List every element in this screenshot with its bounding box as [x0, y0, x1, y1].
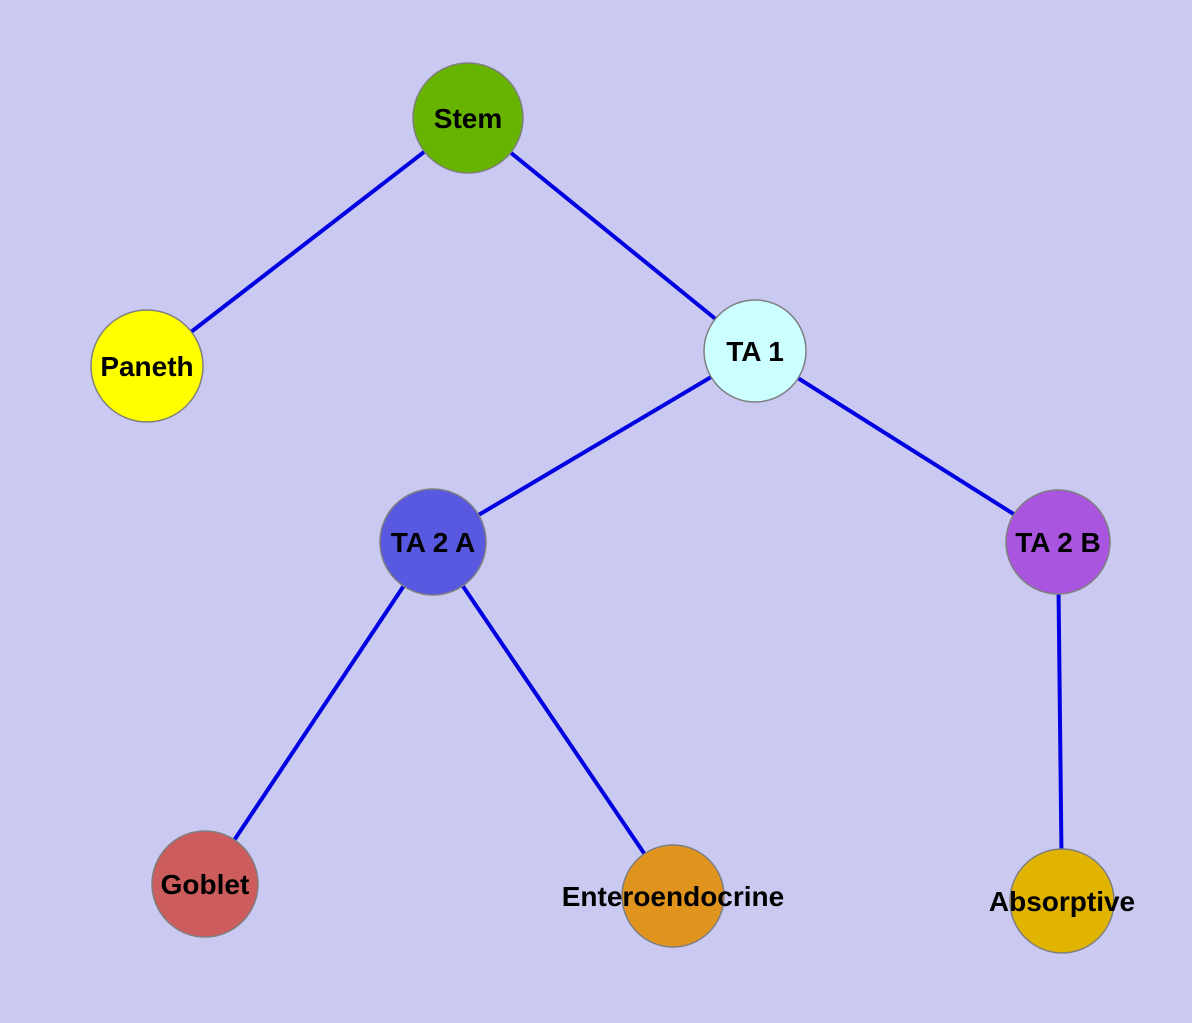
edge-ta2a-goblet — [203, 540, 435, 886]
node-absorptive[interactable]: Absorptive — [989, 848, 1135, 954]
node-circle-absorptive[interactable] — [1009, 848, 1115, 954]
node-ta2b[interactable]: TA 2 B — [1005, 489, 1111, 595]
node-goblet[interactable]: Goblet — [151, 830, 259, 938]
node-ta2a[interactable]: TA 2 A — [379, 488, 487, 596]
edge-stem-ta1 — [466, 116, 757, 353]
edge-stem-paneth — [145, 116, 470, 368]
node-ta1[interactable]: TA 1 — [703, 299, 807, 403]
node-label-ta2a: TA 2 A — [391, 527, 476, 558]
edge-ta1-ta2a — [431, 349, 757, 544]
node-circle-stem[interactable] — [412, 62, 524, 174]
node-label-enteroendocrine: Enteroendocrine — [562, 881, 784, 912]
node-label-goblet: Goblet — [161, 869, 250, 900]
node-circle-goblet[interactable] — [151, 830, 259, 938]
edge-ta2a-enteroendocrine — [431, 540, 675, 898]
node-circle-ta2a[interactable] — [379, 488, 487, 596]
node-circle-paneth[interactable] — [90, 309, 204, 423]
node-label-ta1: TA 1 — [726, 336, 784, 367]
node-circle-ta1[interactable] — [703, 299, 807, 403]
node-label-paneth: Paneth — [100, 351, 193, 382]
node-circle-enteroendocrine[interactable] — [621, 844, 725, 948]
node-label-absorptive: Absorptive — [989, 886, 1135, 917]
node-label-ta2b: TA 2 B — [1015, 527, 1101, 558]
node-circle-ta2b[interactable] — [1005, 489, 1111, 595]
edge-layer — [145, 116, 1064, 903]
edge-ta2b-absorptive — [1056, 540, 1064, 903]
node-label-stem: Stem — [434, 103, 502, 134]
node-stem[interactable]: Stem — [412, 62, 524, 174]
node-paneth[interactable]: Paneth — [90, 309, 204, 423]
node-enteroendocrine[interactable]: Enteroendocrine — [562, 844, 784, 948]
edge-ta1-ta2b — [753, 349, 1060, 544]
